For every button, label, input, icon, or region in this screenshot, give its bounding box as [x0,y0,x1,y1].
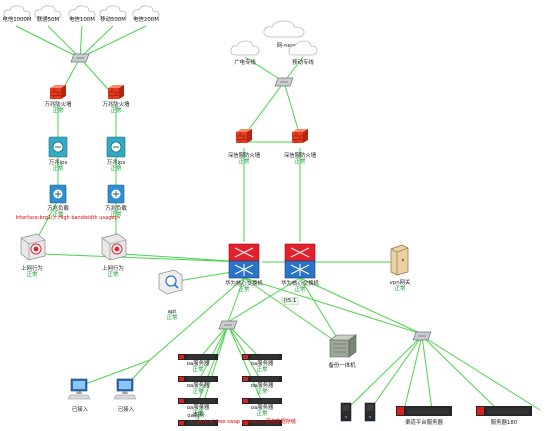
pc-label: 已接入 [71,407,89,413]
core-switch-label: 华为核心交换机 [281,281,319,287]
link [47,25,81,59]
link [243,81,285,137]
link [227,277,301,323]
link [403,335,423,411]
link [15,25,81,59]
behavior-label: 上网行为 [102,266,124,272]
status-text: 正常 [52,108,64,114]
status-text: 正常 [110,212,122,218]
link [123,253,245,263]
backup-label: 备份一体机 [328,363,356,369]
cloud-label: 移动专线 [292,60,314,66]
link [227,324,263,383]
link [243,277,423,335]
status-text: 正常 [192,389,204,395]
pc-label: 已接入 [117,407,135,413]
alert-message[interactable]: Lack of free swap space on 硬盘数据存储 [196,419,296,425]
status-text: 正常 [52,166,64,172]
ips-label: 万兆ips [48,160,68,166]
firewall-label: 深信服防火墙 [227,153,261,159]
link [283,81,301,137]
status-text: 正常 [238,287,250,293]
link [79,25,147,59]
link [41,253,245,263]
ip-tag: [t5.1 [281,297,299,305]
firewall-label: 万兆防火墙 [44,102,72,108]
behavior-label: 上网行为 [21,266,43,272]
status-text: 正常 [238,159,250,165]
status-text: 正常 [256,389,268,395]
link [421,335,433,411]
status-text: 正常 [52,212,64,218]
cloud-label: 电信200M [133,17,159,23]
status-text: 正常 [166,315,178,321]
status-text: 正常 [192,411,204,417]
server-label: oa服务器 [250,383,274,389]
link [243,277,343,347]
cloud-label: 移动500M [100,17,126,23]
link [197,324,229,383]
firewall-label: 深信服防火墙 [283,153,317,159]
link [197,324,229,403]
status-text: 正常 [256,367,268,373]
link [197,324,229,421]
status-text: 正常 [294,159,306,165]
cloud-label: 电信1000M [2,17,32,23]
status-text: 正常 [256,411,268,417]
status-text: 正常 [110,108,122,114]
link [227,324,263,403]
server-label: oa服务器 [250,405,274,411]
link [149,277,245,361]
load-balancer-label: 万兆负载 [105,206,127,212]
cloud-label: 电信100M [69,17,95,23]
alert-message[interactable]: Interface:brg1(): High bandwidth usage(> [15,215,121,221]
server-label: 渠道平台服务器 [405,420,443,426]
server-label: oa服务器 [250,361,274,367]
core-switch-label: 华为核心交换机 [225,281,263,287]
vpn-label: vpn网关 [389,280,411,286]
cloud-label: 网-new [276,43,296,49]
server-label: oa服务器 [186,383,210,389]
link [299,277,423,335]
link [79,25,114,59]
status-text: 正常 [394,286,406,292]
link [299,277,343,347]
server-label: 服务器180 [490,420,518,426]
status-text: 正常 [107,272,119,278]
link [421,335,499,411]
firewall-label: 万兆防火墙 [102,102,130,108]
server-label: oa服务器 [186,361,210,367]
cloud-label: 联通50M [36,17,60,23]
server-label: oa服务器 [186,405,210,411]
link [345,335,423,411]
cloud-label: 广电专线 [234,60,256,66]
link [421,335,541,411]
load-balancer-label: 万兆负载 [47,206,69,212]
link [79,25,83,59]
status-text: 正常 [26,272,38,278]
link [244,56,285,83]
status-text: 正常 [110,166,122,172]
server-label: oa服务 [187,413,205,419]
status-text: 正常 [192,367,204,373]
link [227,277,245,323]
link [79,359,151,387]
ips-label: 万兆ips [106,160,126,166]
link [369,335,423,411]
apt-label: apt [167,309,177,315]
status-text: 正常 [294,287,306,293]
